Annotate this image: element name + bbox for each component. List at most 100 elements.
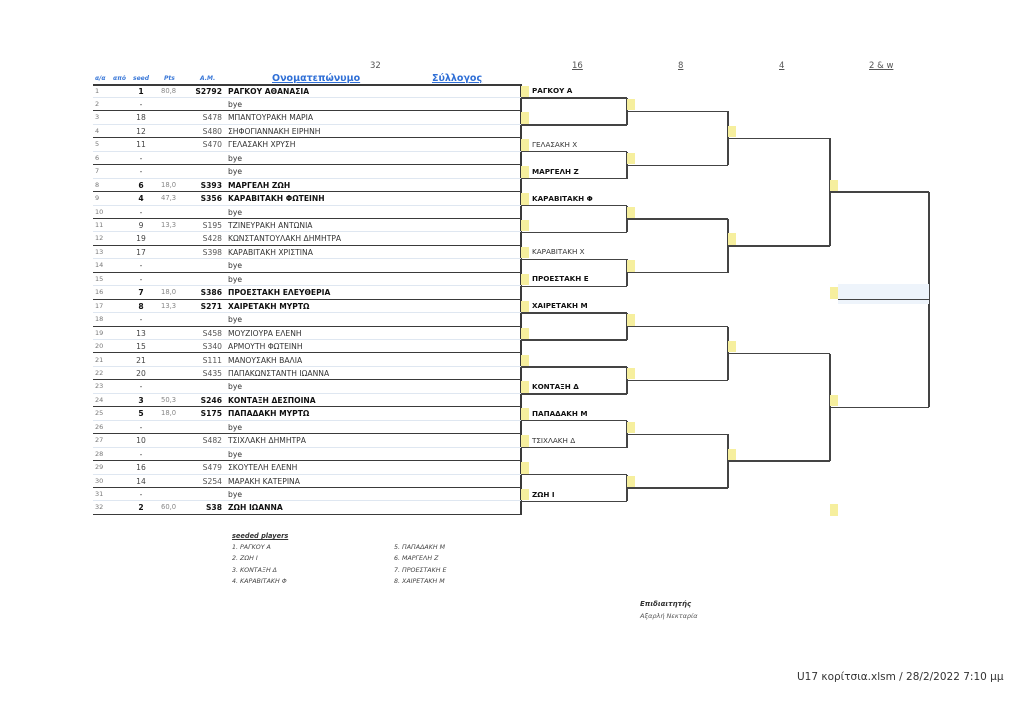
slot-marker-qf [627,421,635,434]
header-apo: από [113,75,126,82]
row-member-id: S175 [200,409,222,419]
slot-marker-r16 [521,354,529,366]
row-player-name: ΠΑΠΑΚΩΝΣΤΑΝΤΗ ΙΩΑΝΝΑ [228,368,330,378]
row-number: 12 [95,234,104,243]
slot-marker-r16 [521,327,529,340]
bracket-connector [626,474,628,502]
row-seed: 20 [136,368,146,378]
bracket-slot-name[interactable]: ΚΑΡΑΒΙΤΑΚΗ Φ [532,193,593,203]
table-row: 15-bye [93,273,521,287]
winner-band [838,284,929,304]
row-seed: - [139,382,143,392]
row-points: 13,3 [161,301,177,310]
bracket-slot-name[interactable]: ΡΑΓΚΟΥ Α [532,86,573,95]
bracket-line-r16 [521,258,627,261]
row-number: 5 [95,140,100,149]
row-member-id: S254 [202,476,222,486]
bracket-slot-name[interactable]: ΤΣΙΧΛΑΚΗ Δ [532,435,576,445]
slot-marker-sf [728,341,736,353]
table-top-border [93,84,521,86]
bracket-line-r16 [521,446,627,449]
row-number: 16 [95,288,104,297]
slot-marker-final [830,394,838,407]
table-row: 6-bye [93,152,521,166]
row-member-id: S393 [200,180,222,190]
row-number: 30 [95,476,104,485]
row-seed: 3 [138,395,144,405]
bracket-connector [626,313,628,341]
row-member-id: S482 [202,436,222,446]
row-seed: 11 [136,140,146,150]
row-number: 19 [95,328,104,337]
row-number: 32 [95,503,104,512]
bracket-line-final [830,191,929,193]
row-seed: 6 [138,180,144,190]
seeded-player: 3. ΚΟΝΤΑΞΗ Δ [232,566,277,574]
row-seed: 7 [138,288,144,298]
row-seed: 1 [138,86,144,96]
bracket-slot-name[interactable]: ΓΕΛΑΣΑΚΗ Χ [532,139,578,149]
seeded-player: 4. ΚΑΡΑΒΙΤΑΚΗ Φ [232,577,287,585]
row-number: 2 [95,99,100,108]
bracket-line-r16 [521,177,627,180]
row-seed: 19 [136,234,146,244]
draw-size-label: 32 [370,61,381,71]
bracket-slot-name[interactable]: ΖΩΗ Ι [532,489,555,499]
row-seed: - [139,449,143,459]
bracket-slot-name[interactable]: ΜΑΡΓΕΛΗ Ζ [532,166,579,176]
bracket-slot-name[interactable]: ΠΡΟΕΣΤΑΚΗ Ε [532,274,589,284]
slot-marker-qf [627,98,635,111]
row-member-id: S458 [202,328,222,338]
header-club: Σύλλογος [432,73,483,84]
row-member-id: S480 [202,126,222,136]
bracket-line-r16 [521,285,627,287]
row-seed: 16 [136,463,146,473]
row-number: 15 [95,274,104,283]
row-member-id: S111 [202,355,222,365]
slot-marker-r16 [521,246,529,259]
bracket-connector [626,420,628,448]
extra-slot-marker [830,504,838,516]
bracket-connector [626,366,628,394]
bracket-line-r16 [521,312,627,314]
header-pts: Pts [164,75,175,82]
row-player-name: ΠΑΠΑΔΑΚΗ ΜΥΡΤΩ [228,409,310,419]
row-player-name: bye [228,315,242,325]
row-member-id: S340 [202,342,222,352]
bracket-slot-name[interactable]: ΠΑΠΑΔΑΚΗ Μ [532,408,588,418]
bracket-line-r16 [521,97,627,99]
row-seed: 15 [136,342,146,352]
row-seed: - [139,274,143,284]
row-member-id: S38 [205,503,222,513]
row-number: 31 [95,490,104,498]
row-seed: - [139,422,143,432]
bracket-slot-name[interactable]: ΚΑΡΑΒΙΤΑΚΗ Χ [532,247,585,257]
row-seed: - [139,207,143,217]
table-row: 14-bye [93,259,521,273]
row-player-name: ΚΟΝΤΑΞΗ ΔΕΣΠΟΙΝΑ [228,395,316,405]
bracket-slot-name[interactable]: ΧΑΙΡΕΤΑΚΗ Μ [532,301,588,311]
row-seed: - [139,261,143,271]
slot-marker-r16 [521,273,529,286]
slot-marker-qf [627,475,635,487]
row-seed: 5 [138,409,144,419]
table-row: 28-bye [93,448,521,462]
bracket-line-qf [627,218,728,220]
bracket-line-r16 [521,393,627,395]
table-row: 31-bye [93,488,521,502]
row-player-name: ΣΗΦΟΓΙΑΝΝΑΚΗ ΕΙΡΗΝΗ [228,126,321,136]
row-player-name: bye [228,99,242,109]
bracket-connector [727,219,729,273]
bracket-slot-name[interactable]: ΚΟΝΤΑΞΗ Δ [532,381,579,391]
slot-marker-r16 [521,139,529,151]
row-seed: 14 [136,476,146,486]
row-seed: 10 [136,436,146,446]
slot-marker-final [830,179,838,192]
slot-marker-qf [627,367,635,380]
row-number: 7 [95,167,100,176]
